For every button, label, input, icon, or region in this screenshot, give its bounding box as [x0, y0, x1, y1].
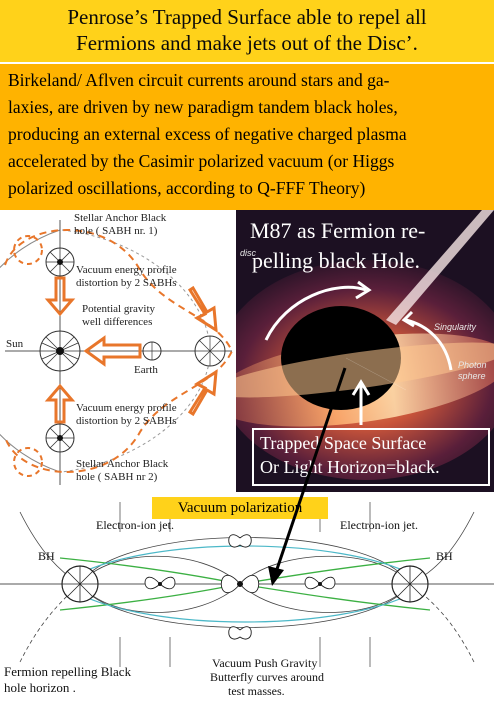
- sabh2-label-line2: hole ( SABH nr 2): [76, 471, 158, 483]
- bh-right-icon: [391, 565, 429, 603]
- sabh1-label-line1: Stellar Anchor Black: [74, 212, 167, 224]
- vacuum-polarization-label: Vacuum polarization: [152, 497, 328, 519]
- explanation-line-3: producing an external excess of negative…: [8, 124, 407, 144]
- earth-label: Earth: [134, 364, 158, 376]
- m87-headline-line2: pelling black Hole.: [252, 248, 421, 273]
- vacuum-profile-bottom-line1: Vacuum energy profile: [76, 402, 177, 414]
- m87-black-hole-illustration: M87 as Fermion re- pelling black Hole. d…: [236, 210, 494, 492]
- sabh1-label-line2: hole ( SABH nr. 1): [74, 225, 158, 237]
- caption-box: Trapped Space Surface Or Light Horizon=b…: [252, 428, 490, 486]
- explanation-box: Birkeland/ Aflven circuit currents aroun…: [0, 64, 494, 210]
- caption-line2: Or Light Horizon=black.: [260, 457, 440, 477]
- title-line-2: Fermions and make jets out of the Disc’.: [76, 31, 418, 55]
- sabh2-label-line1: Stellar Anchor Black: [76, 458, 169, 470]
- sabh-top-icon: [45, 247, 75, 277]
- right-body-icon: [194, 335, 226, 367]
- black-hole-art: [236, 210, 494, 492]
- vacuum-profile-bottom-line2: distortion by 2 SABHs: [76, 415, 177, 427]
- caption-line1: Trapped Space Surface: [260, 433, 427, 453]
- bh-left-label: BH: [38, 549, 55, 563]
- bh-right-label: BH: [436, 549, 453, 563]
- sabh-diagram-svg: [0, 220, 234, 485]
- photon-label-line2: sphere: [458, 371, 486, 381]
- push-gravity-line3: test masses.: [228, 684, 285, 698]
- m87-headline-line1: M87 as Fermion re-: [250, 218, 426, 243]
- vacuum-polarization-svg: [0, 502, 494, 667]
- fermion-horizon-line2: hole horizon .: [4, 680, 76, 695]
- photon-label-line1: Photon: [458, 360, 487, 370]
- disc-label: disc: [240, 248, 257, 258]
- explanation-line-4: accelerated by the Casimir polarized vac…: [8, 151, 395, 171]
- earth-icon: [142, 341, 162, 361]
- potential-gravity-line1: Potential gravity: [82, 303, 156, 315]
- sun-icon: [39, 330, 81, 372]
- vacuum-profile-top-line1: Vacuum energy profile: [76, 264, 177, 276]
- fermion-horizon-line1: Fermion repelling Black: [4, 664, 132, 679]
- title-line-1: Penrose’s Trapped Surface able to repel …: [67, 5, 427, 29]
- sun-label: Sun: [6, 338, 24, 350]
- electron-jet-right-label: Electron-ion jet.: [340, 518, 418, 532]
- singularity-label: Singularity: [434, 322, 477, 332]
- push-gravity-line2: Butterfly curves around: [210, 670, 324, 684]
- sabh-bottom-icon: [45, 423, 75, 453]
- explanation-line-2: laxies, are driven by new paradigm tande…: [8, 97, 398, 117]
- potential-gravity-line2: well differences: [82, 316, 153, 328]
- explanation-line-5: polarized oscillations, according to Q-F…: [8, 178, 366, 198]
- bh-left-icon: [61, 565, 99, 603]
- orange-arrows: [44, 276, 218, 424]
- push-gravity-line1: Vacuum Push Gravity: [212, 656, 318, 670]
- sabh-diagram: Stellar Anchor Black hole ( SABH nr. 1) …: [0, 210, 236, 492]
- white-curved-arrows: [264, 280, 453, 425]
- vacuum-profile-top-line2: distortion by 2 SABHs: [76, 277, 177, 289]
- title-banner: Penrose’s Trapped Surface able to repel …: [0, 0, 494, 62]
- explanation-line-1: Birkeland/ Aflven circuit currents aroun…: [8, 70, 390, 90]
- vacuum-polarization-diagram: Electron-ion jet. Electron-ion jet. BH B…: [0, 492, 494, 699]
- electron-jet-left-label: Electron-ion jet.: [96, 518, 174, 532]
